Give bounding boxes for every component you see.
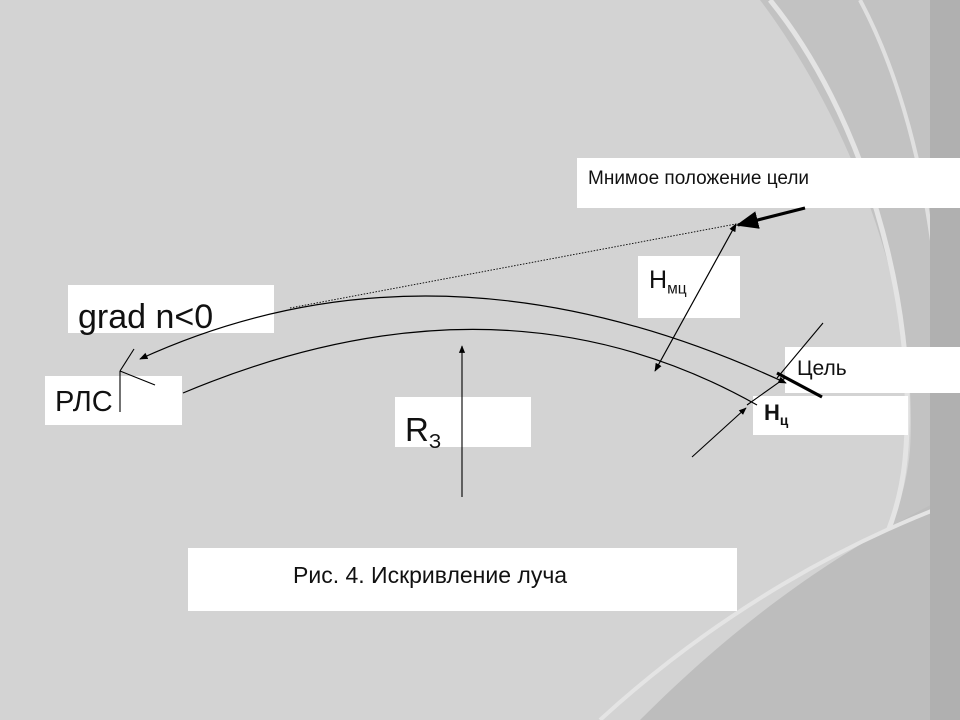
apparent-sight-line — [289, 223, 737, 309]
rls-label: РЛС — [55, 386, 113, 418]
decorative-sweep-line — [598, 498, 960, 720]
hc-dimension-arrow-upper — [746, 377, 786, 406]
hc-label-sub: ц — [779, 412, 789, 428]
grad-label-box: grad n<0 — [68, 285, 274, 336]
apparent-position-label-box: Мнимое положение цели — [577, 158, 960, 208]
grad-label: grad n<0 — [78, 298, 214, 336]
r-earth-label-main: R — [405, 411, 429, 448]
h-mc-dimension-arrow — [654, 223, 737, 372]
figure-caption-box: Рис. 4. Искривление луча — [188, 548, 737, 611]
figure-caption: Рис. 4. Искривление луча — [293, 562, 568, 588]
apparent-position-pointer — [735, 206, 806, 229]
target-tick-line — [776, 322, 824, 379]
apparent-position-label: Мнимое положение цели — [588, 168, 810, 189]
r-earth-label-box: RЗ — [395, 397, 531, 453]
target-label-box: Цель — [785, 347, 960, 393]
hc-label-box: Нц — [753, 396, 908, 435]
rls-label-box: РЛС — [45, 376, 182, 425]
r-earth-label-sub: З — [428, 430, 442, 454]
radar-beam-tick-upper — [119, 348, 135, 372]
radar-beam-tick-lower — [119, 370, 156, 386]
hc-label-main: Н — [764, 400, 780, 425]
earth-surface-arc — [182, 328, 758, 406]
hc-dimension-arrow-lower — [691, 407, 747, 458]
target-pointer — [776, 371, 823, 399]
decorative-sweep-lower — [640, 490, 960, 720]
target-label: Цель — [797, 357, 847, 380]
